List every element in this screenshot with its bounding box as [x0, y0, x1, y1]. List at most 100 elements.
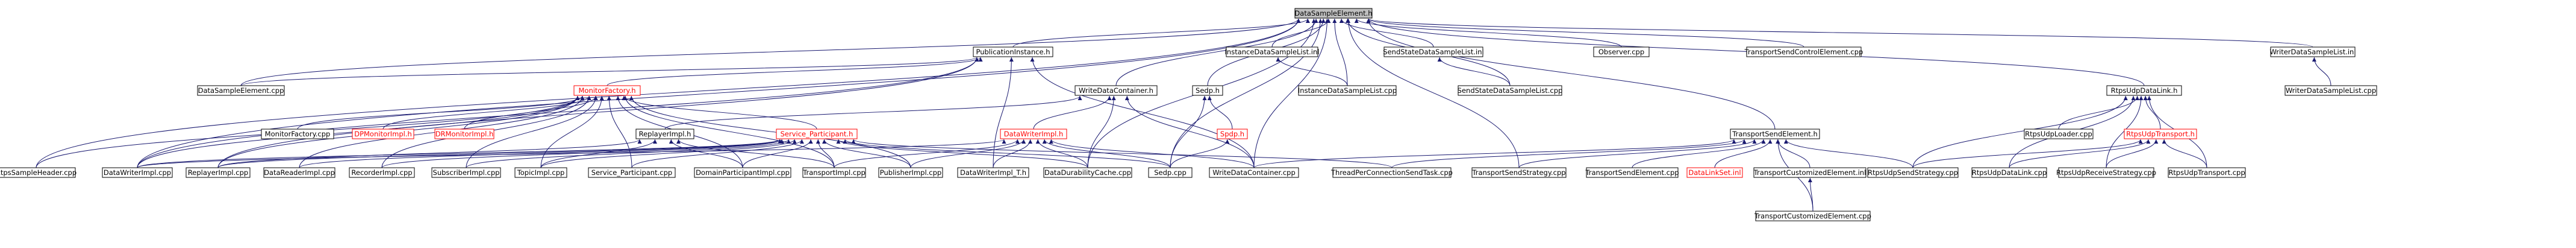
graph-node[interactable]: SendStateDataSampleList.cpp	[1458, 85, 1563, 96]
graph-node[interactable]: RtpsUdpTransport.h	[2124, 129, 2197, 139]
graph-node[interactable]: WriteDataContainer.cpp	[1209, 167, 1299, 178]
graph-node[interactable]: Sedp.cpp	[1148, 167, 1193, 178]
graph-node[interactable]: PublicationInstance.h	[973, 46, 1053, 57]
graph-node[interactable]: DataWriterImpl.cpp	[102, 167, 173, 178]
node-label: TransportImpl.cpp	[802, 168, 865, 177]
graph-node[interactable]: InstanceDataSampleList.cpp	[1298, 85, 1397, 96]
node-label: TransportCustomizedElement.cpp	[1754, 212, 1871, 220]
dependency-edge	[540, 95, 604, 168]
dependency-edge	[2009, 139, 2151, 168]
graph-node[interactable]: TransportImpl.cpp	[802, 167, 866, 178]
node-label: WriterDataSampleList.inl	[2269, 48, 2356, 56]
dependency-edge	[1124, 95, 1255, 168]
node-label: Sedp.cpp	[1154, 168, 1187, 177]
graph-node[interactable]: Observer.cpp	[1593, 46, 1650, 57]
dependency-edge	[843, 139, 1171, 168]
graph-node[interactable]: TransportCustomizedElement.cpp	[1754, 211, 1871, 221]
graph-node[interactable]: DataWriterImpl.h	[1000, 129, 1067, 139]
graph-node[interactable]: WriterDataSampleList.cpp	[2284, 85, 2377, 96]
dependency-edge	[2106, 139, 2159, 168]
graph-node[interactable]: ReplayerImpl.cpp	[186, 167, 251, 178]
node-box	[1383, 46, 1483, 57]
graph-node[interactable]: TransportSendElement.cpp	[1585, 167, 1679, 178]
node-box	[957, 167, 1029, 178]
graph-node[interactable]: MonitorFactory.h	[573, 85, 641, 96]
node-box	[1593, 46, 1650, 57]
dependency-edge	[1207, 95, 1233, 130]
dependency-edge	[297, 95, 585, 130]
dependency-edge	[2162, 139, 2207, 168]
dependency-edge	[742, 139, 813, 168]
graph-node[interactable]: TransportSendStrategy.cpp	[1471, 167, 1567, 178]
node-box	[2106, 85, 2182, 96]
node-label: RtpsUdpLoader.cpp	[2025, 130, 2092, 138]
graph-node[interactable]: RtpsUdpDataLink.h	[2106, 85, 2182, 96]
node-box	[2270, 46, 2356, 57]
graph-node[interactable]: DataWriterImpl_T.h	[957, 167, 1029, 178]
node-box	[186, 167, 251, 178]
graph-node[interactable]: SendStateDataSampleList.inl	[1383, 46, 1484, 57]
node-label: MonitorFactory.h	[578, 86, 635, 95]
node-label: InstanceDataSampleList.cpp	[1298, 86, 1397, 95]
node-box	[2168, 167, 2246, 178]
graph-node[interactable]: PublisherImpl.cpp	[878, 167, 943, 178]
node-box	[197, 85, 285, 96]
graph-node[interactable]: RtpsUdpLoader.cpp	[2024, 129, 2094, 139]
dependency-edge	[676, 139, 835, 168]
node-box	[1458, 85, 1562, 96]
dependency-edge	[1632, 139, 1766, 168]
dependency-edge	[1170, 139, 1230, 168]
node-label: DataSampleElement.h	[1294, 9, 1372, 17]
graph-node[interactable]: DPMonitorImpl.h	[352, 129, 414, 139]
graph-node[interactable]: RtpsUdpReceiveStrategy.cpp	[2056, 167, 2156, 178]
graph-node[interactable]: WriteDataContainer.h	[1074, 85, 1158, 96]
graph-node[interactable]: Service_Participant.cpp	[588, 167, 676, 178]
graph-node[interactable]: RtpsUdpTransport.cpp	[2168, 167, 2246, 178]
graph-node[interactable]: ThreadPerConnectionSendTask.cpp	[1330, 167, 1453, 178]
graph-node[interactable]: DataSampleElement.h	[1294, 8, 1373, 19]
graph-node[interactable]: RecorderImpl.cpp	[349, 167, 415, 178]
graph-node[interactable]: DRMonitorImpl.h	[434, 129, 494, 139]
edge-layer	[36, 18, 2331, 212]
dependency-edge	[1437, 57, 1511, 86]
node-label: RtpsUdpSendStrategy.cpp	[1868, 168, 1958, 177]
node-label: RtpsUdpTransport.cpp	[2168, 168, 2245, 177]
graph-node[interactable]: InstanceDataSampleList.inl	[1225, 46, 1320, 57]
graph-node[interactable]: TopicImpl.cpp	[514, 167, 567, 178]
node-label: ReplayerImpl.h	[639, 130, 691, 138]
graph-node[interactable]: MonitorFactory.cpp	[261, 129, 334, 139]
graph-node[interactable]: SubscriberImpl.cpp	[431, 167, 501, 178]
dependency-edge	[1115, 18, 1318, 86]
graph-node[interactable]: RtpsUdpDataLink.cpp	[1971, 167, 2047, 178]
graph-node[interactable]: RtpsUdpSendStrategy.cpp	[1867, 167, 1959, 178]
graph-node[interactable]: DomainParticipantImpl.cpp	[694, 167, 791, 178]
node-label: DataReaderImpl.cpp	[264, 168, 335, 177]
dependency-edge	[2312, 57, 2331, 86]
dependency-edge	[1332, 18, 1348, 86]
dependency-edge	[1783, 139, 1913, 168]
graph-node[interactable]: TransportSendElement.h	[1730, 129, 1820, 139]
dependency-edge	[623, 95, 835, 168]
dependency-edge	[1339, 18, 1434, 48]
graph-node[interactable]: DataSampleElement.cpp	[197, 85, 285, 96]
dependency-edge	[217, 139, 642, 168]
graph-node[interactable]: WriterDataSampleList.inl	[2269, 46, 2356, 57]
graph-node[interactable]: Spdp.h	[1217, 129, 1248, 139]
graph-node[interactable]: ReplayerImpl.h	[635, 129, 694, 139]
graph-node[interactable]: TransportSendControlElement.cpp	[1744, 46, 1863, 57]
node-label: TransportSendStrategy.cpp	[1471, 168, 1565, 177]
node-box	[1000, 129, 1067, 139]
graph-node[interactable]: DataLinkSet.inl	[1686, 167, 1743, 178]
node-box	[349, 167, 415, 178]
graph-node[interactable]: Service_Participant.h	[776, 129, 858, 139]
dependency-edge	[993, 139, 1033, 168]
graph-node[interactable]: Sedp.h	[1192, 85, 1223, 96]
graph-node[interactable]: DataReaderImpl.cpp	[263, 167, 335, 178]
node-label: DataWriterImpl.h	[1004, 130, 1064, 138]
node-label: SendStateDataSampleList.inl	[1383, 48, 1483, 56]
graph-node[interactable]: RtpsSampleHeader.cpp	[0, 167, 76, 178]
dependency-edge	[240, 57, 979, 86]
graph-node[interactable]: TransportCustomizedElement.inl	[1753, 167, 1867, 178]
graph-node[interactable]: DataDurabilityCache.cpp	[1043, 167, 1132, 178]
